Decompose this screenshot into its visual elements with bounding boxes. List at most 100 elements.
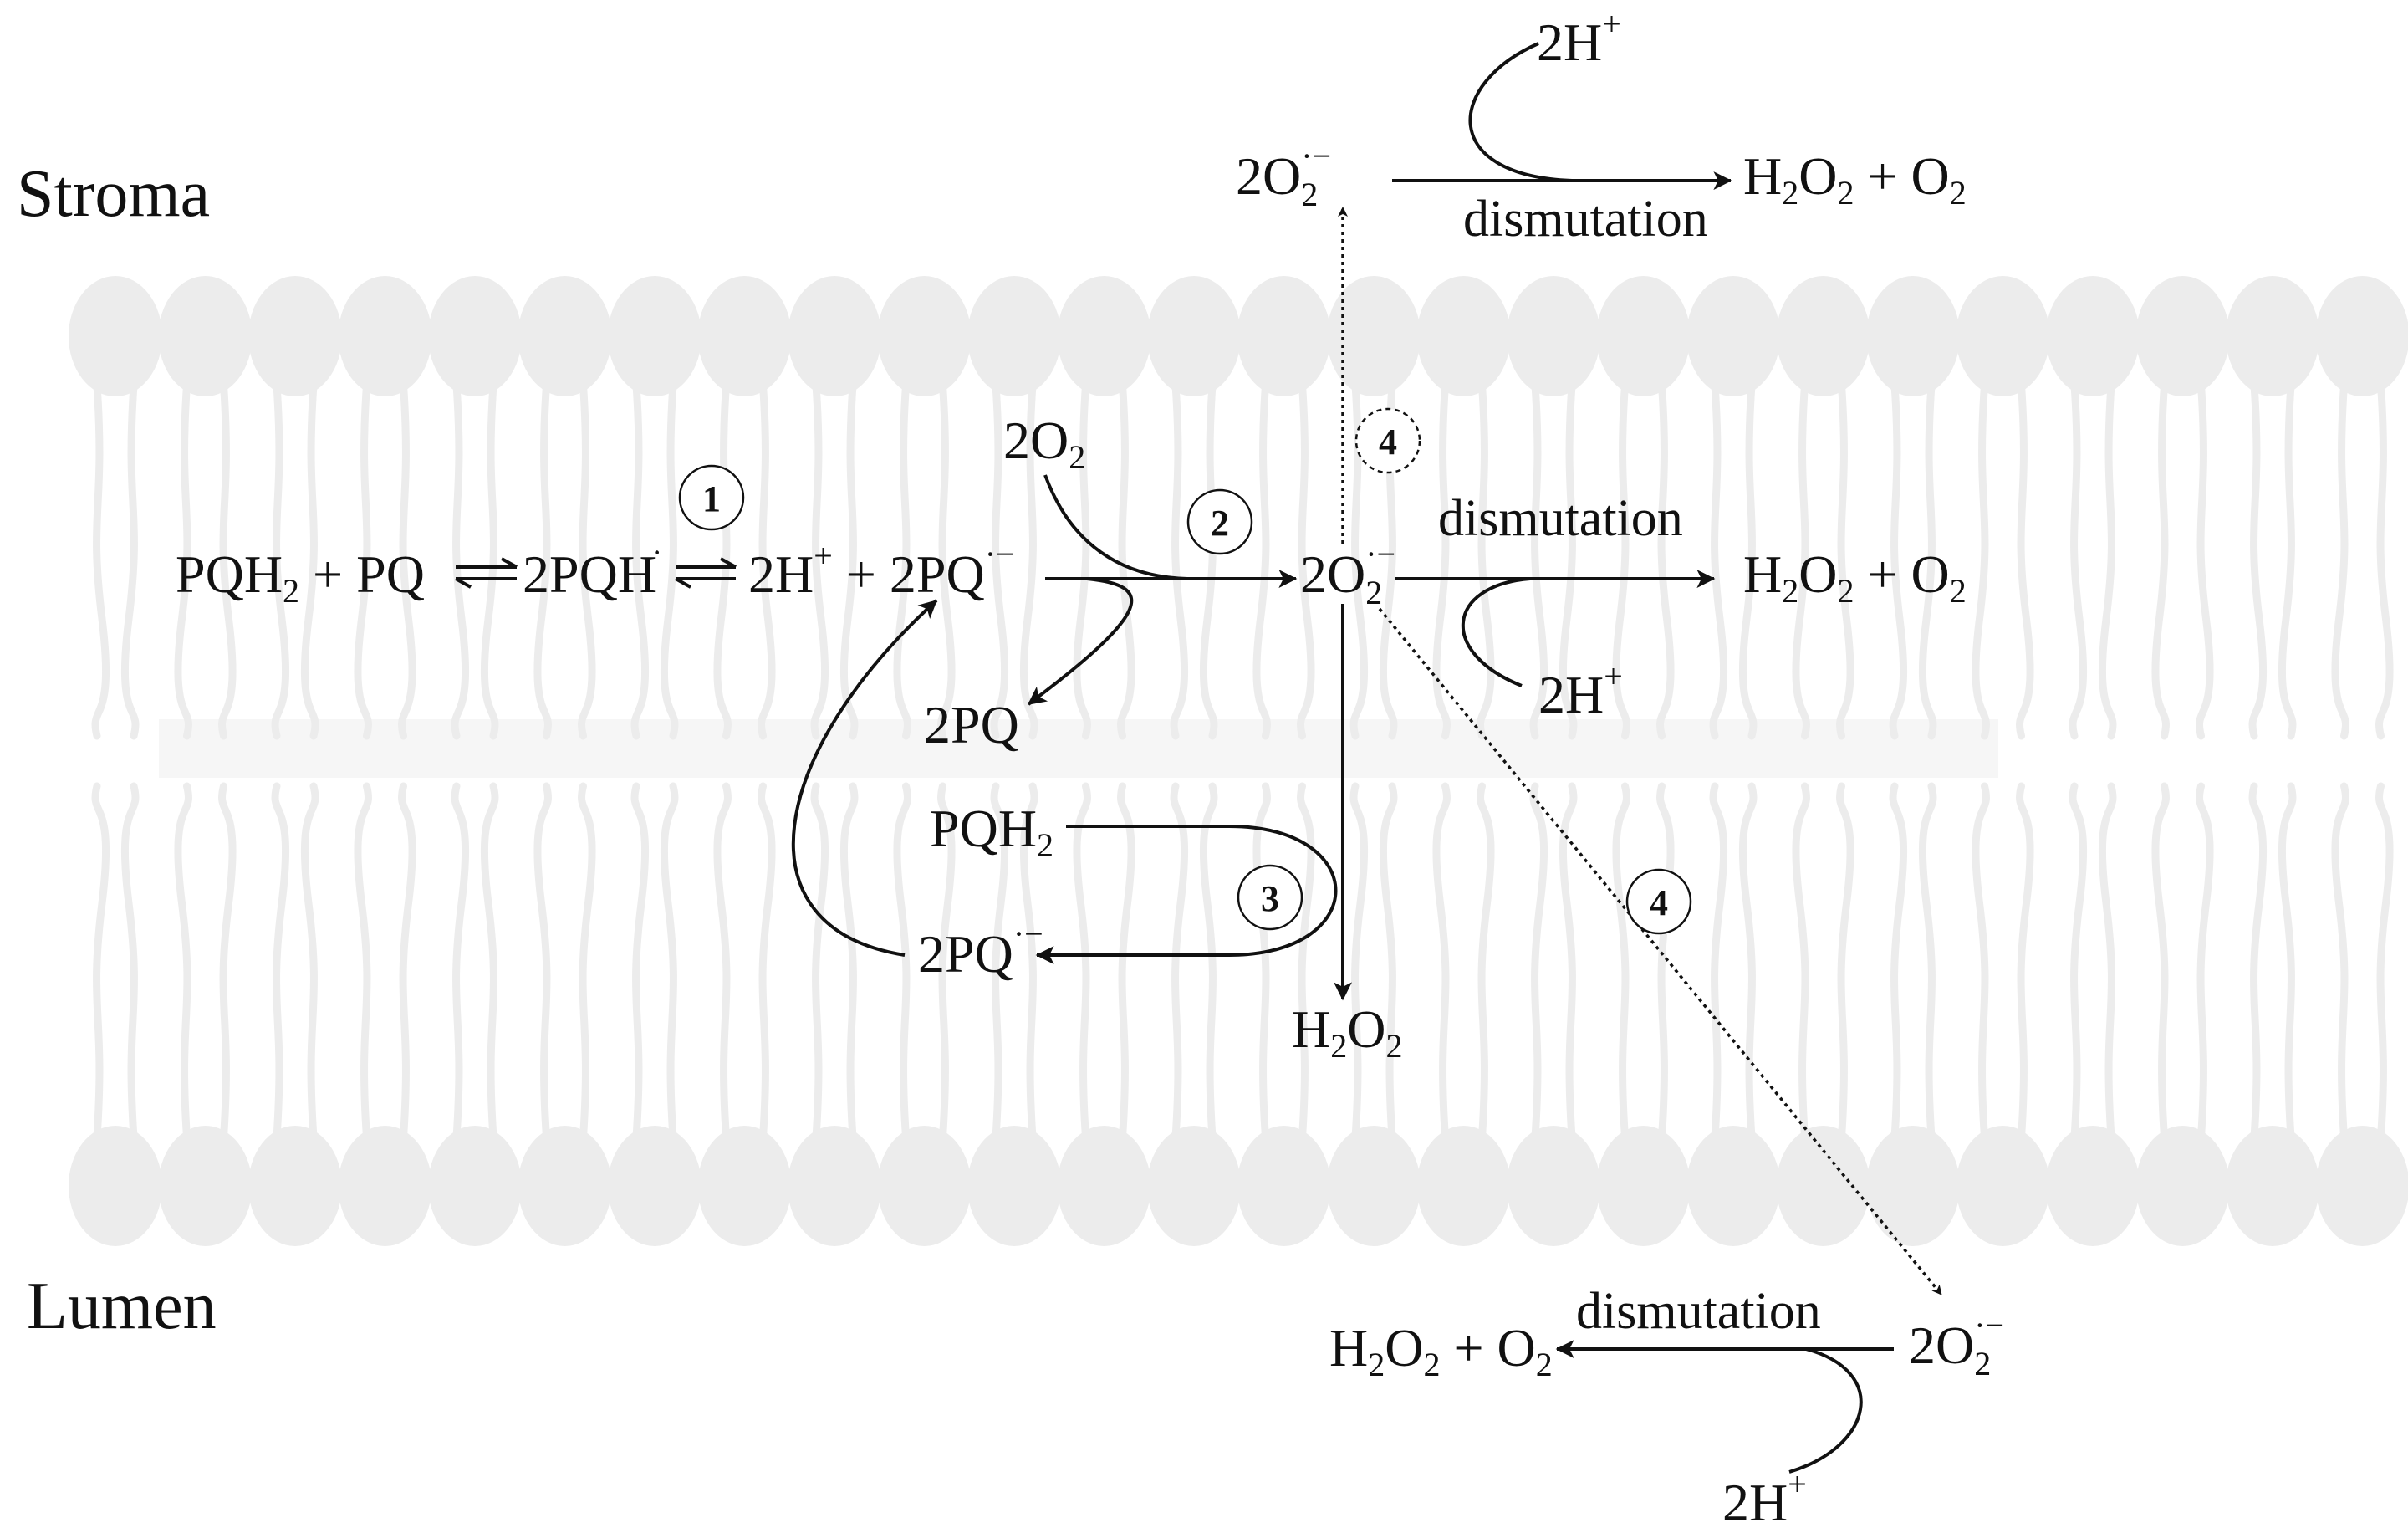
step-4-marker-top: 4 — [1354, 407, 1421, 474]
lipid-head-lower — [877, 1126, 972, 1246]
lipid-tail — [480, 381, 499, 740]
lipid-tail — [91, 381, 110, 740]
lipid-tail — [758, 381, 776, 740]
lipid-head-lower — [1327, 1126, 1421, 1246]
lipid-head-lower — [788, 1126, 881, 1246]
lipid-tail — [1349, 782, 1369, 1142]
lumen-label: Lumen — [27, 1270, 217, 1343]
lipid-tail — [398, 782, 416, 1142]
lipid-head-upper — [1147, 276, 1241, 396]
lipid-tail — [810, 782, 829, 1142]
lipid-head-upper — [1956, 276, 2050, 396]
2pq-radical-lower: 2PQ·− — [918, 915, 1043, 984]
lipid-tail — [810, 381, 829, 740]
lipid-tail — [1199, 782, 1218, 1142]
lipid-tail — [533, 381, 552, 740]
svg-text:3: 3 — [1261, 878, 1279, 919]
lipid-head-upper — [1866, 276, 1960, 396]
lipid-tail — [1918, 782, 1937, 1142]
dismutation-label-bottom: dismutation — [1576, 1283, 1821, 1340]
lipid-tail — [2248, 782, 2268, 1142]
lipid-tail — [1117, 782, 1135, 1142]
lipid-head-upper — [1237, 276, 1331, 396]
lipid-head-upper — [69, 276, 162, 396]
step-4-marker-diagonal: 4 — [1625, 868, 1692, 935]
lipid-head-lower — [1776, 1126, 1870, 1246]
lipid-head-lower — [1507, 1126, 1600, 1246]
lipid-tail — [354, 381, 372, 740]
lipid-head-upper — [877, 276, 972, 396]
lipid-tail — [1836, 381, 1854, 740]
lipid-tail — [1529, 381, 1548, 740]
lipid-tail — [1252, 782, 1271, 1142]
lipid-tail — [451, 782, 470, 1142]
lipid-head-upper — [1776, 276, 1870, 396]
lipid-head-lower — [2226, 1126, 2319, 1246]
recycle-arrow — [791, 599, 938, 957]
lipid-tail — [713, 381, 732, 740]
lipid-head-upper — [1416, 276, 1511, 396]
lipid-tail — [660, 782, 679, 1142]
h2o2-o2-middle: H2O2 + O2 — [1743, 544, 1967, 610]
lipid-head-upper — [788, 276, 881, 396]
lipid-head-lower — [1147, 1126, 1241, 1246]
superoxide-lumen: 2O2·− — [1909, 1306, 2004, 1382]
2pq-product: 2PQ — [924, 695, 1019, 754]
lipid-tail — [1432, 782, 1451, 1142]
lipid-head-upper — [248, 276, 342, 396]
lipid-tail — [2375, 381, 2394, 740]
lipid-head-lower — [1596, 1126, 1691, 1246]
lipid-tail — [1252, 381, 1271, 740]
lipid-head-lower — [1057, 1126, 1151, 1246]
2pqh-radical: 2PQH· — [523, 534, 662, 604]
step-3-marker: 3 — [1237, 864, 1303, 931]
equilibrium-arrow-2 — [675, 557, 737, 589]
h2o2-o2-lumen: H2O2 + O2 — [1329, 1318, 1553, 1383]
step-1-marker: 1 — [678, 464, 745, 531]
lipid-tail — [2278, 381, 2297, 740]
lipid-head-lower — [1237, 1126, 1331, 1246]
lipid-tail — [2196, 381, 2214, 740]
lipid-tail — [2248, 381, 2268, 740]
lipid-tail — [2151, 381, 2170, 740]
lipid-tail — [2016, 782, 2034, 1142]
lipid-tail — [1918, 381, 1937, 740]
2o2-reactant: 2O2 — [1003, 411, 1085, 476]
lipid-tail — [1792, 381, 1810, 740]
lipid-head-lower — [69, 1126, 162, 1246]
lipid-head-lower — [428, 1126, 522, 1246]
lipid-head-lower — [697, 1126, 792, 1246]
lipid-head-lower — [158, 1126, 253, 1246]
lipid-tail — [893, 381, 911, 740]
lipid-tail — [1792, 782, 1810, 1142]
lipid-head-upper — [1327, 276, 1421, 396]
2h-plus-top: 2H+ — [1537, 5, 1621, 72]
lipid-tail — [1559, 782, 1578, 1142]
lipid-tail — [91, 782, 110, 1142]
lipid-tail — [937, 381, 956, 740]
lipid-tail — [1738, 782, 1758, 1142]
lipid-tail — [1297, 782, 1315, 1142]
lipid-tail — [990, 782, 1009, 1142]
lipid-tail — [1349, 381, 1369, 740]
lipid-tail — [218, 782, 237, 1142]
lipid-tail — [1073, 782, 1091, 1142]
lipid-tail — [2151, 782, 2170, 1142]
lipid-bilayer — [69, 276, 2408, 1246]
lipid-tail — [1432, 381, 1451, 740]
lipid-tail — [1477, 782, 1495, 1142]
pqh2-reactant: PQH2 — [930, 799, 1054, 864]
lipid-head-upper — [2315, 276, 2408, 396]
lipid-tail — [839, 381, 859, 740]
superoxide-center: 2O2·− — [1300, 535, 1395, 611]
lipid-tail — [1529, 782, 1548, 1142]
lipid-tail — [578, 782, 596, 1142]
lipid-tail — [1972, 782, 1990, 1142]
lipid-head-upper — [338, 276, 432, 396]
lipid-tail — [1019, 782, 1038, 1142]
lipid-tail — [174, 381, 192, 740]
2h-plus-2pq-radical: 2H+ + 2PQ·− — [748, 535, 1015, 604]
lipid-tail — [1836, 782, 1854, 1142]
lipid-tail — [174, 782, 192, 1142]
